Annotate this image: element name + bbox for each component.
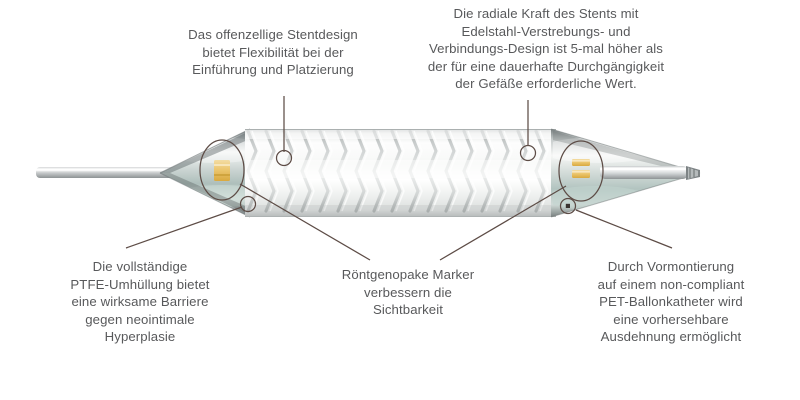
callout-text-radiopaque-marker: Röntgenopake Marker verbessern die Sicht… bbox=[341, 267, 475, 318]
catheter-shaft-right bbox=[600, 166, 700, 180]
callout-text-ptfe-covering: Die vollständige PTFE-Umhüllung bietet e… bbox=[70, 259, 210, 345]
radiopaque-marker-left bbox=[214, 160, 230, 181]
ptfe-covered-stent-body bbox=[245, 129, 556, 217]
callout-text-radial-force: Die radiale Kraft des Stents mit Edelsta… bbox=[427, 6, 665, 92]
callout-text-stent-design: Das offenzellige Stentdesign bietet Flex… bbox=[188, 27, 358, 78]
callout-text-premounted-balloon: Durch Vormontierung auf einem non-compli… bbox=[597, 259, 745, 345]
